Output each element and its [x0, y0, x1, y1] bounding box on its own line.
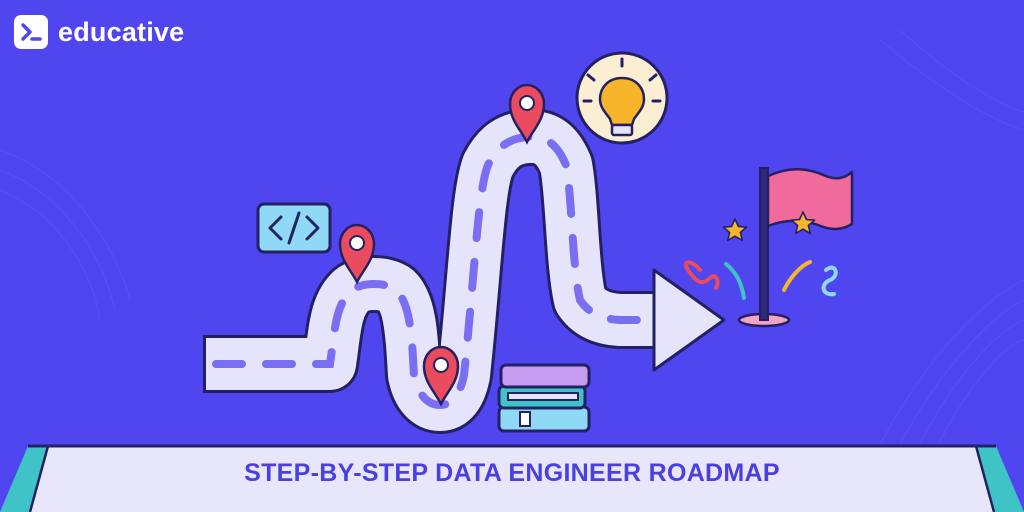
title-banner [0, 444, 1024, 512]
location-pin-icon [338, 223, 376, 285]
star-icon [722, 218, 748, 242]
roadmap-road [200, 108, 664, 434]
location-pin-icon [508, 83, 546, 145]
banner-title: STEP-BY-STEP DATA ENGINEER ROADMAP [244, 459, 780, 487]
brand-name: educative [58, 16, 185, 47]
star-icon [790, 211, 816, 235]
code-tag-icon [256, 202, 332, 254]
flag-icon [737, 167, 854, 328]
location-pin-icon [422, 345, 460, 407]
lightbulb-icon [575, 51, 669, 145]
confetti-icon [683, 260, 838, 300]
arrow-icon [652, 268, 726, 372]
terminal-prompt-icon [14, 15, 48, 49]
brand-logo[interactable]: educative [14, 15, 184, 49]
books-icon [497, 363, 591, 433]
